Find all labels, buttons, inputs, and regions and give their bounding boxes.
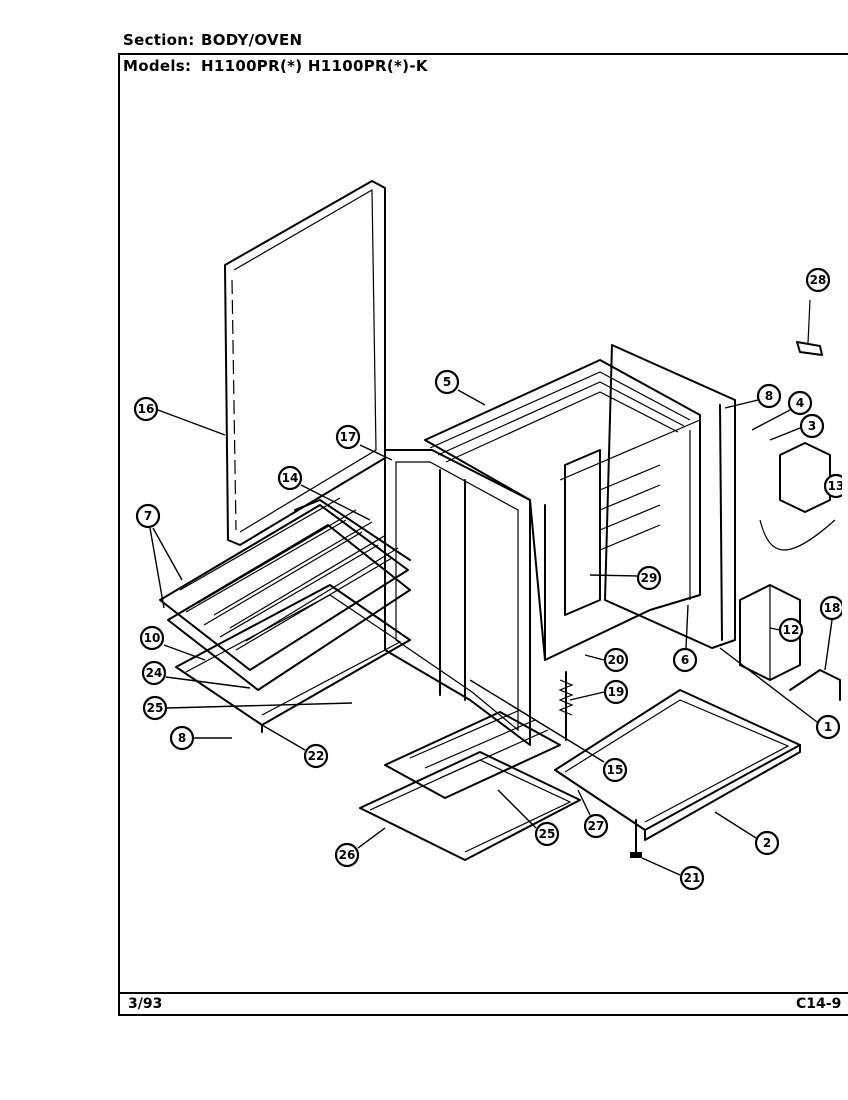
- wire-bracket: [796, 299, 823, 356]
- callout-5: 5: [434, 369, 486, 406]
- date-code: 3/93: [128, 996, 163, 1012]
- oven-door-panel: [224, 180, 386, 546]
- callout-22-label: 22: [308, 749, 325, 763]
- callout-3: 3: [769, 413, 825, 441]
- callout-6: 6: [672, 604, 698, 673]
- callout-14: 14: [277, 465, 371, 521]
- models-heading: Models: H1100PR(*) H1100PR(*)-K: [123, 57, 428, 75]
- callout-29-label: 29: [641, 571, 658, 585]
- callout-27-label: 27: [588, 819, 605, 833]
- callout-27: 27: [577, 789, 609, 839]
- broiler-pan: [359, 751, 581, 861]
- callout-23-label: 24: [146, 666, 163, 680]
- callout-20: 20: [584, 647, 629, 673]
- callout-25: 25: [497, 789, 560, 847]
- callout-8-right: 8: [724, 383, 782, 409]
- footer-divider: [118, 992, 848, 994]
- callout-29: 29: [589, 565, 662, 591]
- callout-4-label: 4: [796, 396, 804, 410]
- diagram-frame: [118, 53, 848, 1016]
- section-heading: Section: BODY/OVEN: [123, 31, 302, 49]
- door-hinge-spring: [558, 671, 574, 741]
- callout-1-label: 1: [824, 720, 832, 734]
- callout-18: 16: [133, 396, 226, 436]
- callout-1: 1: [719, 647, 841, 740]
- callout-5-label: 5: [443, 375, 451, 389]
- oven-front-frame: [384, 449, 531, 746]
- electrical-box: [739, 584, 801, 681]
- callout-12-label: 12: [783, 623, 800, 637]
- callout-3-label: 3: [808, 419, 816, 433]
- oven-bottom-panel: [175, 584, 411, 733]
- callout-10-label: 10: [144, 631, 161, 645]
- callout-19: 19: [569, 679, 629, 705]
- leveling-leg: [630, 819, 642, 858]
- callout-8a-label: 8: [178, 731, 186, 745]
- callout-8b-label: 8: [765, 389, 773, 403]
- receptacle-bracket: [759, 442, 836, 551]
- callout-12: 12: [769, 617, 804, 643]
- callout-26-label: 26: [339, 848, 356, 862]
- callout-24-label: 25: [147, 701, 164, 715]
- callout-15-label: 15: [607, 763, 624, 777]
- callout-10: 10: [139, 625, 206, 661]
- callout-19-label: 19: [608, 685, 625, 699]
- corner-bracket: [789, 669, 841, 701]
- callout-21-label: 21: [684, 871, 701, 885]
- callout-24: 25: [142, 695, 353, 721]
- callout-17-label: 17: [340, 430, 357, 444]
- callout-7-label: 7: [144, 509, 152, 523]
- callout-14-label: 14: [282, 471, 299, 485]
- page-code: C14-9: [796, 996, 842, 1012]
- callout-18-label: 16: [138, 402, 155, 416]
- models-label: Models:: [123, 57, 192, 75]
- callout-13: 13: [823, 473, 845, 499]
- oven-racks: [159, 497, 411, 691]
- cabinet-back-panel: [604, 344, 736, 649]
- callout-20-label: 20: [608, 653, 625, 667]
- callout-23: 24: [141, 660, 251, 689]
- callout-2-label: 2: [763, 836, 771, 850]
- broiler-grid: [384, 709, 561, 799]
- callout-6-label: 6: [681, 653, 689, 667]
- models-value: H1100PR(*) H1100PR(*)-K: [201, 57, 428, 75]
- callout-22: 22: [261, 724, 329, 769]
- callout-15: 15: [469, 679, 628, 783]
- section-label: Section:: [123, 31, 195, 49]
- callout-8-left: 8: [169, 725, 232, 751]
- range-base-plate: [554, 689, 801, 841]
- callout-13-label: 13: [828, 479, 845, 493]
- section-value: BODY/OVEN: [201, 31, 303, 49]
- callout-26: 26: [334, 827, 386, 868]
- callout-17: 17: [335, 424, 393, 461]
- callout-4: 4: [751, 390, 813, 431]
- callout-16-label: 18: [824, 601, 841, 615]
- callout-25-label: 25: [539, 827, 556, 841]
- callout-28-label: 28: [810, 273, 827, 287]
- callout-7: 7: [135, 503, 183, 609]
- callout-2: 2: [714, 811, 780, 856]
- callout-28: 28: [805, 267, 831, 293]
- callout-21: 21: [641, 857, 705, 891]
- oven-cavity-liner: [424, 359, 701, 661]
- callout-16: 18: [819, 595, 842, 671]
